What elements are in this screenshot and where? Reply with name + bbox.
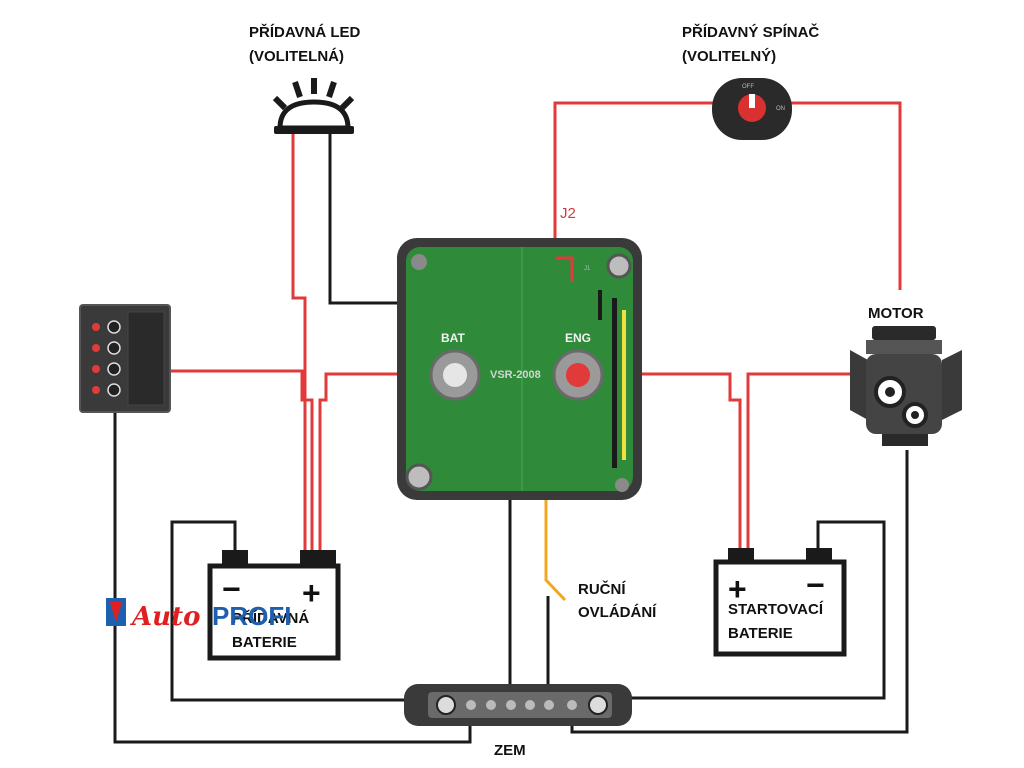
wire-bat-red	[318, 372, 455, 560]
start-battery-label-line1: STARTOVACÍ	[728, 601, 824, 618]
ground-busbar-icon	[404, 684, 632, 726]
aux-battery-label-line1: PŘÍDAVNÁ	[232, 609, 309, 627]
wire-start-minus-ground	[598, 520, 886, 700]
module-eng-label: ENG	[565, 331, 591, 345]
manual-label-line1: RUČNÍ	[578, 580, 626, 598]
module-model-label: VSR-2008	[490, 369, 541, 381]
start-battery-label-line2: BATERIE	[728, 625, 793, 642]
wire-aux-minus-ground	[170, 520, 446, 702]
engine-icon	[850, 326, 962, 446]
aux-battery: − + PŘÍDAVNÁ BATERIE	[207, 550, 341, 661]
switch-label-line1: PŘÍDAVNÝ SPÍNAČ	[682, 23, 819, 41]
wire-motor-start-red	[746, 372, 850, 558]
switch-label-line2: (VOLITELNÝ)	[682, 47, 776, 65]
led-label-line2: (VOLITELNÁ)	[249, 48, 344, 65]
start-battery-plus-sign: +	[728, 571, 747, 607]
logo-profi-text: PROFI	[212, 601, 291, 631]
logo-auto-text: Auto	[129, 602, 200, 632]
wire-panel-red	[170, 369, 314, 560]
motor-label: MOTOR	[868, 305, 924, 322]
switch-on-label: ON	[776, 106, 785, 112]
wire-eng-motor-red	[578, 372, 742, 558]
wire-led-red	[291, 133, 307, 560]
switch-off-label: OFF	[742, 84, 754, 90]
module-bat-label: BAT	[441, 331, 465, 345]
jumper-label: J2	[560, 205, 576, 222]
wire-switch-red	[553, 101, 715, 245]
module-j1-label: J1	[584, 266, 591, 272]
start-battery-minus-sign: −	[806, 567, 825, 603]
switch-panel-icon	[79, 304, 171, 413]
eng-terminal	[552, 349, 604, 401]
ground-label: ZEM	[494, 742, 526, 759]
aux-battery-plus-sign: +	[302, 575, 321, 611]
start-battery: + − STARTOVACÍ BATERIE	[713, 548, 847, 657]
led-label-line1: PŘÍDAVNÁ LED	[249, 23, 361, 41]
aux-battery-label-line2: BATERIE	[232, 634, 297, 651]
rotary-switch-icon: OFF ON	[712, 78, 792, 140]
wire-switch-motor-red	[790, 101, 902, 290]
autoprofi-logo: Auto PROFI	[106, 598, 291, 632]
aux-battery-minus-sign: −	[222, 571, 241, 607]
manual-label-line2: OVLÁDÁNÍ	[578, 604, 657, 621]
vsr-module: BAT ENG VSR-2008 J1	[397, 238, 642, 500]
led-lamp-icon	[272, 78, 355, 134]
bat-terminal	[429, 349, 481, 401]
